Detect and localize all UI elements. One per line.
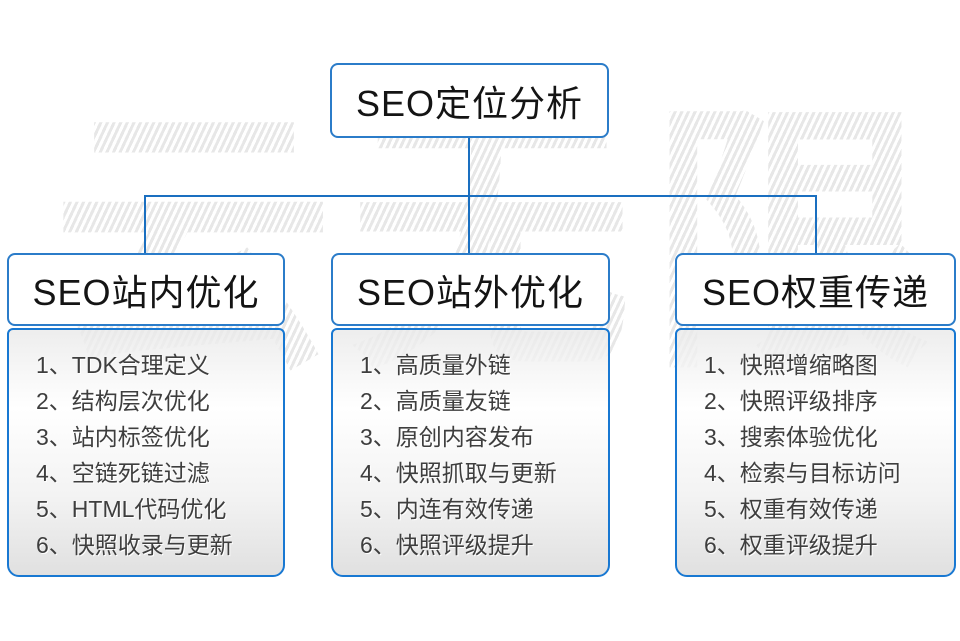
list-item: 5、内连有效传递 [360,496,534,522]
list-item: 3、搜索体验优化 [704,424,878,450]
column-header-box: SEO站内优化 [7,253,285,326]
column-title: SEO站外优化 [356,271,585,313]
list-item: 5、权重有效传递 [704,496,878,522]
list-item: 1、高质量外链 [360,352,511,378]
connector-left-vertical [144,195,146,255]
root-node-title: SEO定位分析 [355,82,584,124]
list-item: 3、原创内容发布 [360,424,534,450]
column-offsite-optimization: SEO站外优化 1、高质量外链 2、高质量友链 3、原创内容发布 4、快照抓取与… [331,253,610,577]
column-header-box: SEO权重传递 [675,253,956,326]
column-weight-transfer: SEO权重传递 1、快照增缩略图 2、快照评级排序 3、搜索体验优化 4、检索与… [675,253,956,577]
column-list-panel: 1、快照增缩略图 2、快照评级排序 3、搜索体验优化 4、检索与目标访问 5、权… [675,328,956,577]
column-onsite-optimization: SEO站内优化 1、TDK合理定义 2、结构层次优化 3、站内标签优化 4、空链… [7,253,285,577]
column-header-box: SEO站外优化 [331,253,610,326]
list-item: 1、TDK合理定义 [36,352,210,378]
column-title: SEO权重传递 [701,271,930,313]
list-item: 3、站内标签优化 [36,424,210,450]
list-item: 6、快照评级提升 [360,532,534,558]
list-item: 4、检索与目标访问 [704,460,901,486]
list-item: 5、HTML代码优化 [36,496,227,522]
column-title: SEO站内优化 [32,271,260,313]
list-item: 2、高质量友链 [360,388,511,414]
connector-horizontal-bar [144,195,817,197]
list-item: 1、快照增缩略图 [704,352,878,378]
connector-right-vertical [815,195,817,255]
list-item: 2、快照评级排序 [704,388,878,414]
list-item: 4、空链死链过滤 [36,460,210,486]
list-item: 4、快照抓取与更新 [360,460,557,486]
list-item: 6、权重评级提升 [704,532,878,558]
column-list-panel: 1、TDK合理定义 2、结构层次优化 3、站内标签优化 4、空链死链过滤 5、H… [7,328,285,577]
list-item: 2、结构层次优化 [36,388,210,414]
list-item: 6、快照收录与更新 [36,532,233,558]
root-node-seo-positioning-analysis: SEO定位分析 [330,63,609,138]
column-list-panel: 1、高质量外链 2、高质量友链 3、原创内容发布 4、快照抓取与更新 5、内连有… [331,328,610,577]
